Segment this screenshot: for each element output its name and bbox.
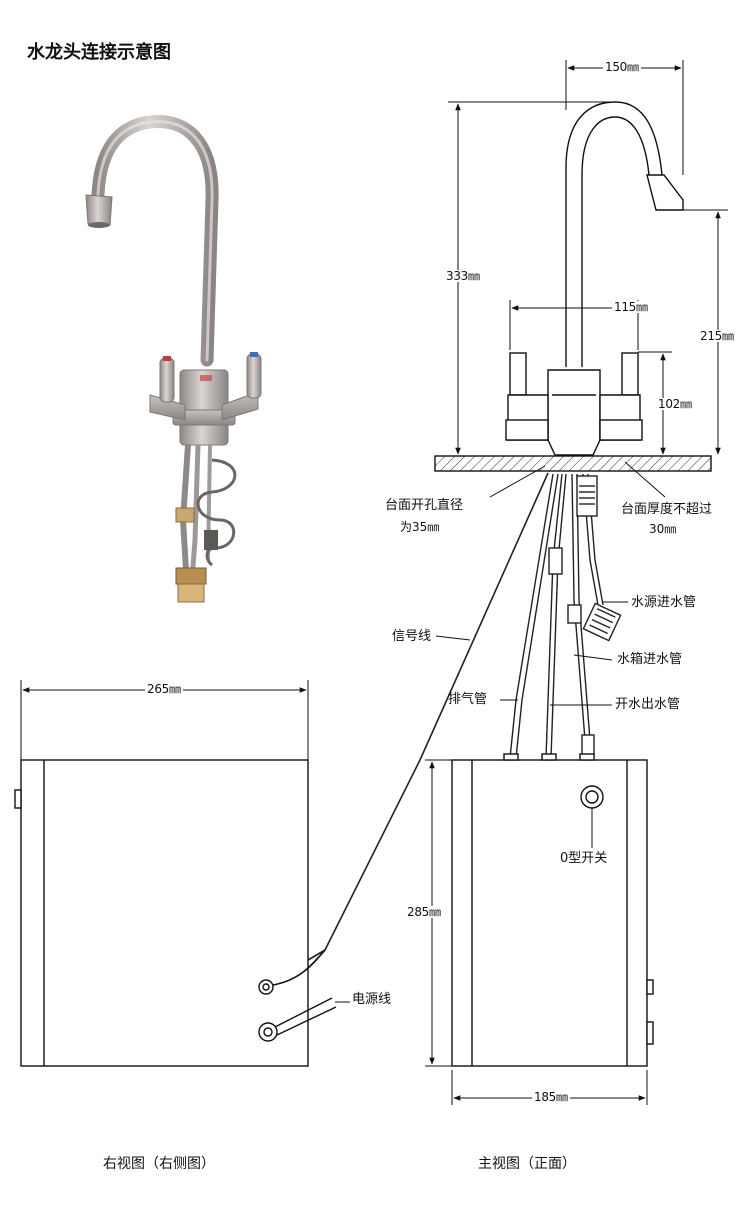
page-title: 水龙头连接示意图 (27, 42, 171, 63)
dim-tank-height: 285㎜ (405, 905, 443, 919)
caption-front-view: 主视图（正面） (478, 1156, 576, 1172)
dim-handle-span: 115㎜ (612, 300, 650, 314)
label-boiling-outlet: 开水出水管 (615, 697, 681, 712)
front-view-tank (451, 753, 654, 1067)
caption-side-view: 右视图（右侧图） (103, 1156, 215, 1172)
faucet-drawing (434, 101, 712, 472)
label-o-switch: 0型开关 (560, 851, 608, 866)
dim-handle-height: 102㎜ (656, 397, 694, 411)
label-power-cord: 电源线 (352, 992, 392, 1007)
side-view-tank (14, 759, 337, 1067)
dim-faucet-height: 333㎜ (444, 269, 482, 283)
faucet-photo (85, 115, 262, 603)
label-tank-inlet: 水箱进水管 (617, 652, 683, 667)
label-water-inlet: 水源进水管 (631, 595, 697, 610)
label-vent-pipe: 排气管 (448, 692, 488, 707)
label-hole-diameter-1: 台面开孔直径 (385, 498, 464, 513)
label-counter-thickness-1: 台面厚度不超过 (621, 502, 713, 517)
label-counter-thickness-2: 30㎜ (649, 522, 677, 536)
dim-tank-depth: 265㎜ (145, 682, 183, 696)
label-signal-wire: 信号线 (392, 629, 432, 644)
dim-faucet-reach: 150㎜ (603, 60, 641, 74)
dim-spout-height: 215㎜ (698, 329, 736, 343)
dim-tank-width: 185㎜ (532, 1090, 570, 1104)
label-hole-diameter-2: 为35㎜ (400, 520, 440, 534)
